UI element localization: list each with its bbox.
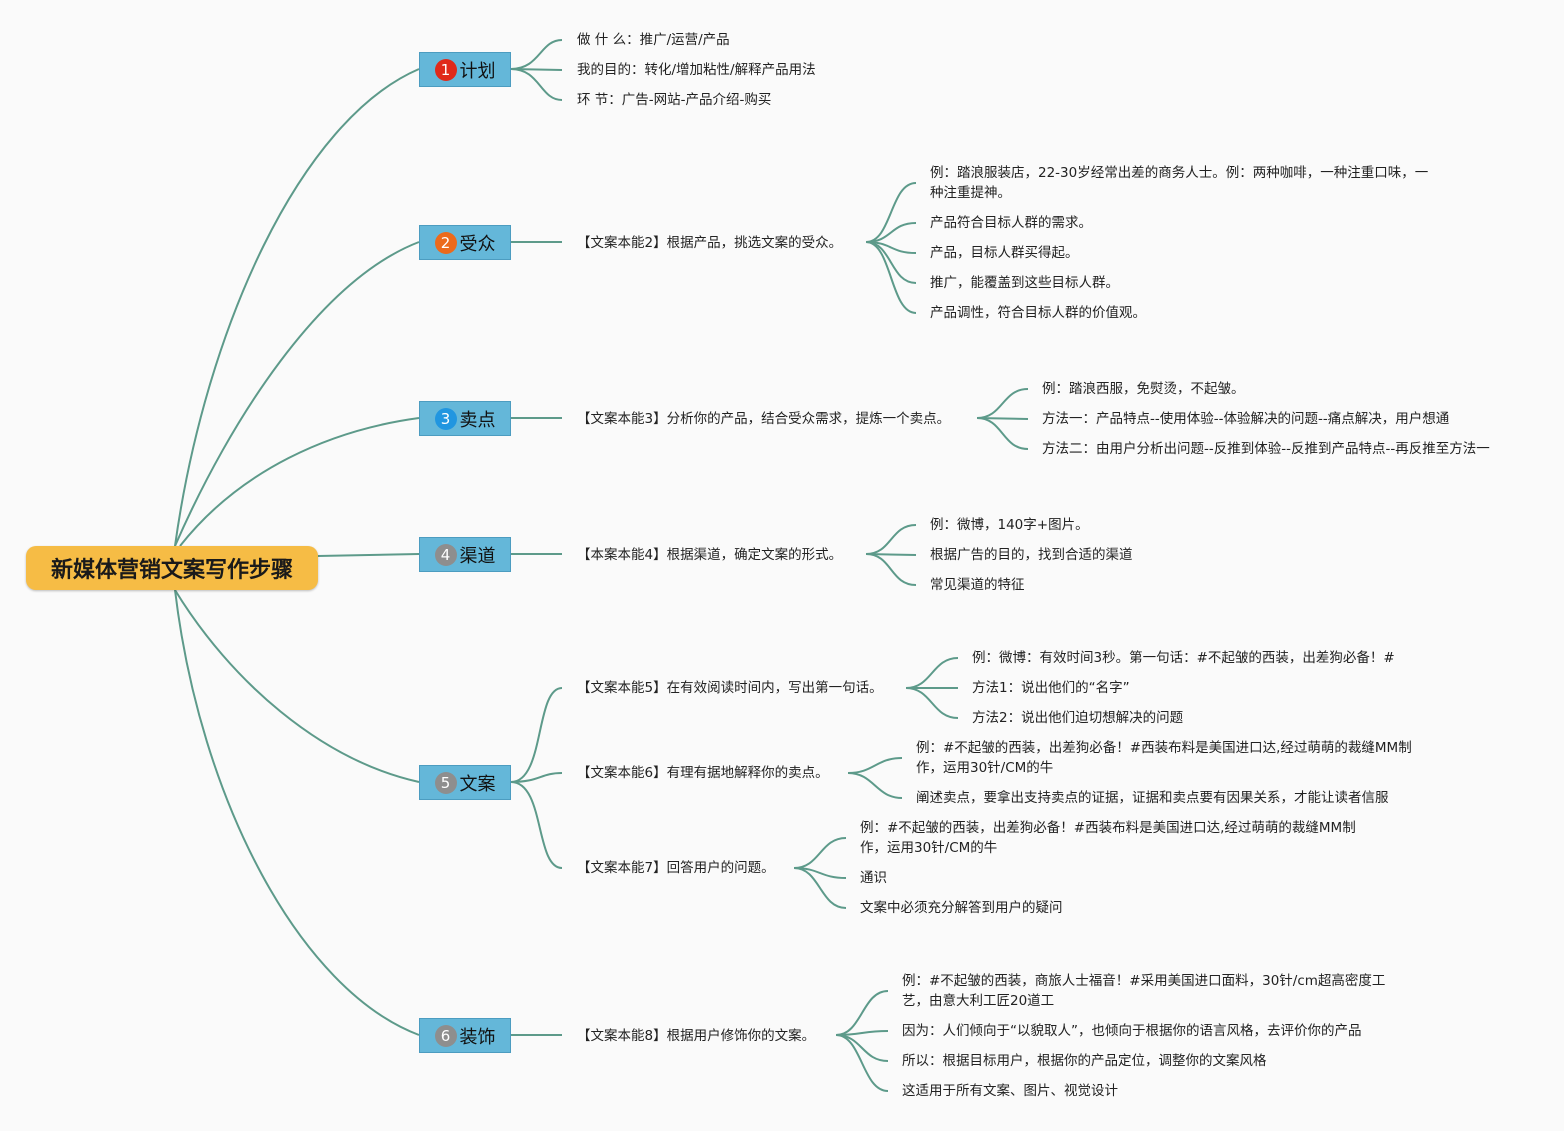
leaf-item[interactable]: 这适用于所有文案、图片、视觉设计 — [902, 1083, 1118, 1099]
number-badge-5: 5 — [434, 771, 457, 794]
leaf-item[interactable]: 做 什 么：推广/运营/产品 — [577, 32, 730, 48]
link-b4-i3 — [865, 553, 917, 586]
link-b1-i3 — [510, 68, 563, 101]
branch-label: 文案 — [459, 773, 496, 795]
leaf-item[interactable]: 推广，能覆盖到这些目标人群。 — [930, 275, 1119, 291]
number-badge-6: 6 — [434, 1024, 457, 1047]
link-root-b3 — [179, 417, 420, 547]
link-b3-i1 — [976, 388, 1029, 419]
link-b4-i2 — [865, 553, 917, 556]
leaf-item[interactable]: 产品，目标人群买得起。 — [930, 245, 1079, 261]
link-b6-i1 — [835, 990, 889, 1036]
leaf-item[interactable]: 例：#不起皱的西装，出差狗必备！#西装布料是美国进口达,经过萌萌的裁缝MM制作，… — [916, 740, 1412, 776]
leaf-item[interactable]: 方法二：由用户分析出问题--反推到体验--反推到产品特点--再反推至方法一 — [1042, 441, 1490, 457]
link-b5-t1 — [510, 687, 563, 783]
leaf-item[interactable]: 例：#不起皱的西装，出差狗必备！#西装布料是美国进口达,经过萌萌的裁缝MM制作，… — [860, 820, 1356, 856]
number-badge-2: 2 — [434, 231, 457, 254]
number-badge-1: 1 — [434, 58, 457, 81]
branch-label: 计划 — [459, 60, 496, 82]
leaf-item[interactable]: 方法2：说出他们迫切想解决的问题 — [972, 710, 1184, 726]
link-b6-i3 — [835, 1034, 889, 1062]
branch-label: 装饰 — [459, 1026, 496, 1048]
leaf-item[interactable]: 产品调性，符合目标人群的价值观。 — [930, 305, 1146, 321]
link-b2-i1 — [865, 182, 917, 243]
topic-node[interactable]: 【文案本能8】根据用户修饰你的文案。 — [577, 1028, 816, 1044]
link-b5-t1-i1 — [905, 657, 959, 689]
leaf-item[interactable]: 因为：人们倾向于“以貌取人”，也倾向于根据你的语言风格，去评价你的产品 — [902, 1023, 1362, 1039]
link-b5-t3-i3 — [793, 867, 847, 909]
leaf-item[interactable]: 产品符合目标人群的需求。 — [930, 215, 1092, 231]
branch-label: 卖点 — [459, 409, 496, 431]
branch-copy[interactable]: 5 文案 — [419, 765, 511, 800]
leaf-item[interactable]: 我的目的：转化/增加粘性/解释产品用法 — [577, 62, 816, 78]
link-b5-t2 — [510, 772, 563, 783]
topic-node[interactable]: 【文案本能6】有理有据地解释你的卖点。 — [577, 765, 829, 781]
link-b5-t2-i2 — [847, 772, 903, 799]
leaf-item[interactable]: 环 节：广告-网站-产品介绍-购买 — [577, 92, 772, 108]
leaf-item[interactable]: 方法1：说出他们的“名字” — [972, 680, 1130, 696]
link-b5-t3 — [510, 781, 563, 869]
topic-node[interactable]: 【文案本能7】回答用户的问题。 — [577, 860, 775, 876]
link-root-b5 — [174, 589, 420, 783]
leaf-item[interactable]: 常见渠道的特征 — [930, 577, 1025, 593]
branch-decoration[interactable]: 6 装饰 — [419, 1018, 511, 1053]
leaf-item[interactable]: 文案中必须充分解答到用户的疑问 — [860, 900, 1063, 916]
branch-plan[interactable]: 1 计划 — [419, 52, 511, 87]
leaf-item[interactable]: 例：踏浪服装店，22-30岁经常出差的商务人士。例：两种咖啡，一种注重口味，一种… — [930, 165, 1429, 201]
link-b1-i1 — [510, 39, 563, 70]
branch-label: 渠道 — [459, 545, 496, 567]
branch-channel[interactable]: 4 渠道 — [419, 537, 511, 572]
topic-node[interactable]: 【文案本能2】根据产品，挑选文案的受众。 — [577, 235, 843, 251]
link-root-b1 — [174, 68, 420, 547]
branch-audience[interactable]: 2 受众 — [419, 225, 511, 260]
branch-selling-point[interactable]: 3 卖点 — [419, 401, 511, 436]
branch-label: 受众 — [459, 233, 496, 255]
link-b5-t2-i1 — [847, 757, 903, 774]
root-topic[interactable]: 新媒体营销文案写作步骤 — [26, 546, 318, 590]
leaf-item[interactable]: 例：微博：有效时间3秒。第一句话：#不起皱的西装，出差狗必备！# — [972, 650, 1395, 666]
leaf-item[interactable]: 例：踏浪西服，免熨烫，不起皱。 — [1042, 381, 1245, 397]
topic-node[interactable]: 【文案本能3】分析你的产品，结合受众需求，提炼一个卖点。 — [577, 411, 951, 427]
topic-node[interactable]: 【本案本能4】根据渠道，确定文案的形式。 — [577, 547, 843, 563]
leaf-item[interactable]: 所以：根据目标用户，根据你的产品定位，调整你的文案风格 — [902, 1053, 1267, 1069]
leaf-item[interactable]: 阐述卖点，要拿出支持卖点的证据，证据和卖点要有因果关系，才能让读者信服 — [916, 790, 1389, 806]
leaf-item[interactable]: 例：微博，140字+图片。 — [930, 517, 1089, 533]
link-b4-i1 — [865, 524, 917, 555]
leaf-item[interactable]: 方法一：产品特点--使用体验--体验解决的问题--痛点解决，用户想通 — [1042, 411, 1450, 427]
link-b5-t1-i3 — [905, 687, 959, 719]
link-root-b4 — [317, 553, 420, 557]
leaf-item[interactable]: 根据广告的目的，找到合适的渠道 — [930, 547, 1133, 563]
number-badge-4: 4 — [434, 543, 457, 566]
link-root-b2 — [174, 241, 420, 547]
topic-node[interactable]: 【文案本能5】在有效阅读时间内，写出第一句话。 — [577, 680, 883, 696]
number-badge-3: 3 — [434, 407, 457, 430]
link-b5-t3-i1 — [793, 837, 847, 869]
link-b6-i4 — [835, 1034, 889, 1092]
link-b3-i2 — [976, 417, 1029, 420]
link-b3-i3 — [976, 417, 1029, 450]
link-root-b6 — [174, 589, 420, 1036]
leaf-item[interactable]: 例：#不起皱的西装，商旅人士福音！#采用美国进口面料，30针/cm超高密度工艺，… — [902, 973, 1386, 1009]
leaf-item[interactable]: 通识 — [860, 870, 887, 886]
link-b2-i5 — [865, 241, 917, 314]
